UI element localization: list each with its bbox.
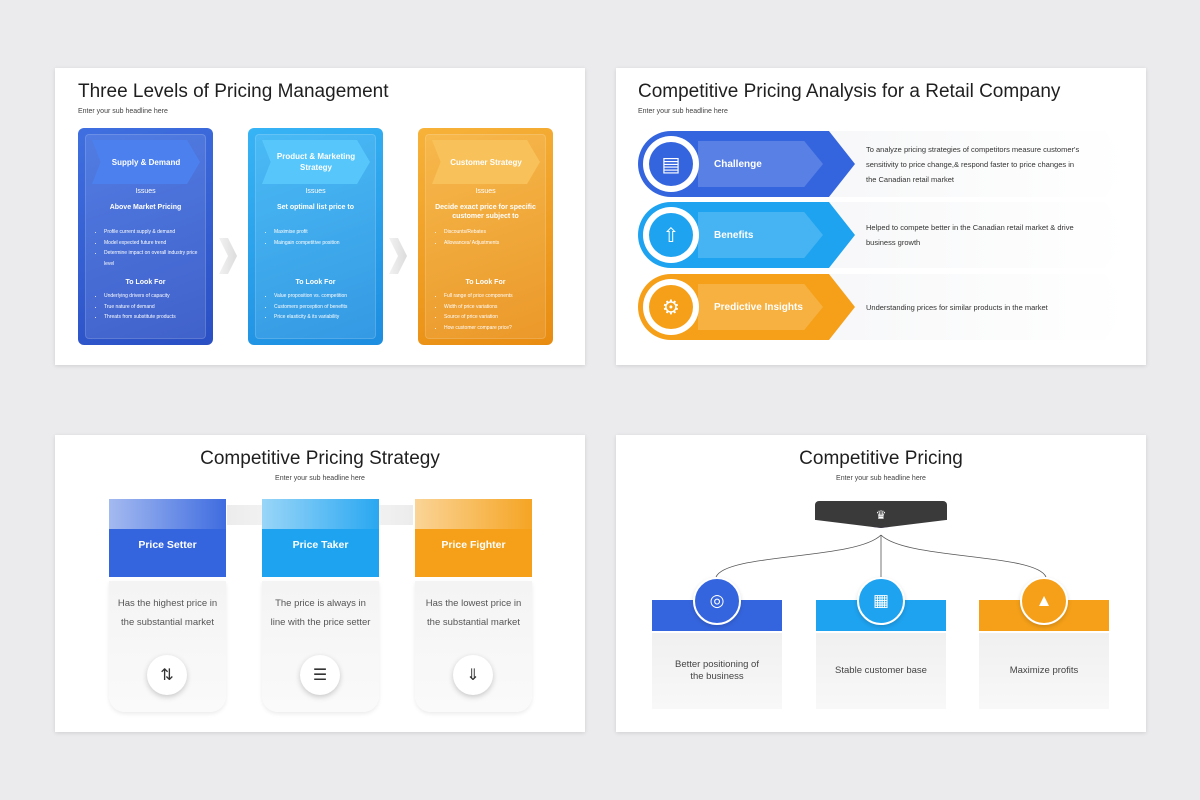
card-heading: Price Setter	[138, 539, 197, 551]
coin-stack-icon: ☰	[300, 655, 340, 695]
list-item: Price elasticity & its variability	[274, 312, 377, 323]
chevron-arrow-icon	[219, 238, 237, 274]
slide-competitive-pricing: Competitive Pricing Enter your sub headl…	[616, 435, 1146, 732]
item-card: Maximize profits	[979, 633, 1109, 709]
card-text: Has the lowest price in the substantial …	[425, 598, 522, 628]
column-heading: Product & Marketing Strategy	[262, 140, 370, 184]
level-column-supply-demand: Supply & Demand Issues Above Market Pric…	[78, 128, 213, 345]
customer-network-icon: ▦	[857, 577, 905, 625]
list-item: Threats from substitute products	[104, 312, 207, 323]
slide-title: Competitive Pricing Analysis for a Retai…	[638, 81, 1061, 102]
row-arrow-inner	[698, 212, 823, 258]
column-heading: Customer Strategy	[432, 140, 540, 184]
issue-title: Above Market Pricing	[109, 204, 182, 211]
row-icon-circle: ⚙	[643, 279, 699, 335]
look-list: Underlying drivers of capacity True natu…	[104, 291, 207, 323]
card-header	[109, 499, 226, 577]
card-body: Has the lowest price in the substantial …	[415, 581, 532, 712]
card-header	[262, 499, 379, 577]
row-text: Understanding prices for similar product…	[866, 302, 1048, 312]
card-header	[415, 499, 532, 577]
look-for-label: To Look For	[295, 279, 336, 286]
analysis-row-predictive: ⚙ Predictive Insights Understanding pric…	[638, 274, 1128, 340]
growth-hand-icon: ⇧	[649, 213, 693, 257]
connector-lines	[715, 534, 1047, 578]
row-label: Challenge	[714, 158, 762, 170]
slide-pricing-levels: Three Levels of Pricing Management Enter…	[55, 68, 585, 365]
analytics-board-icon: ▤	[649, 142, 693, 186]
level-column-product-marketing: Product & Marketing Strategy Issues Set …	[248, 128, 383, 345]
item-card: Stable customer base	[816, 633, 946, 709]
card-header-fade	[262, 499, 379, 529]
issue-title: Set optimal list price to	[276, 204, 354, 211]
list-item: True nature of demand	[104, 302, 207, 313]
column-heading: Supply & Demand	[92, 140, 200, 184]
card-heading: Price Fighter	[441, 539, 506, 551]
list-item: Model expected future trend	[104, 238, 207, 249]
look-list: Value proposition vs. competition Custom…	[274, 291, 377, 323]
slide-pricing-strategy: Competitive Pricing Strategy Enter your …	[55, 435, 585, 732]
card-text: The price is always in line with the pri…	[270, 598, 371, 628]
slide-subtitle: Enter your sub headline here	[78, 108, 168, 115]
issues-label: Issues	[475, 188, 496, 195]
row-text: Helped to compete better in the Canadian…	[866, 223, 1074, 247]
issues-list: Maximise profit Maingain competitive pos…	[274, 227, 377, 248]
card-text: Has the highest price in the substantial…	[117, 598, 218, 628]
list-item: Full range of price components	[444, 291, 547, 302]
list-item: How customer compare price?	[444, 323, 547, 334]
list-item: Maingain competitive position	[274, 238, 377, 249]
list-item: Discounts/Rebates	[444, 227, 547, 238]
row-label: Predictive Insights	[714, 301, 803, 313]
issues-label: Issues	[305, 188, 326, 195]
look-for-label: To Look For	[125, 279, 166, 286]
slide-title: Competitive Pricing	[799, 448, 963, 469]
chevron-arrow-icon	[389, 238, 407, 274]
card-heading: Price Taker	[292, 539, 349, 551]
row-icon-circle: ▤	[643, 136, 699, 192]
analysis-row-benefits: ⇧ Benefits Helped to compete better in t…	[638, 202, 1128, 268]
price-down-icon: ⇓	[453, 655, 493, 695]
list-item: Maximise profit	[274, 227, 377, 238]
price-up-icon: ⇅	[147, 655, 187, 695]
row-label: Benefits	[714, 229, 754, 241]
list-item: Determine impact on overall industry pri…	[104, 248, 207, 269]
slide-pricing-analysis: Competitive Pricing Analysis for a Retai…	[616, 68, 1146, 365]
list-item: Customers perception of benefits	[274, 302, 377, 313]
target-network-icon: ◎	[693, 577, 741, 625]
list-item: Profile current supply & demand	[104, 227, 207, 238]
profit-chart-icon: ▲	[1020, 577, 1068, 625]
look-list: Full range of price components Width of …	[444, 291, 547, 333]
strategy-card-setter: Price Setter Has the highest price in th…	[109, 499, 226, 712]
list-item: Value proposition vs. competition	[274, 291, 377, 302]
card-header-fade	[109, 499, 226, 529]
issue-title: Decide exact price for specific customer…	[435, 204, 536, 220]
slide-subtitle: Enter your sub headline here	[638, 108, 728, 115]
slide-subtitle: Enter your sub headline here	[836, 475, 926, 482]
row-arrow-inner	[698, 284, 823, 330]
look-for-label: To Look For	[465, 279, 506, 286]
list-item: Source of price variation	[444, 312, 547, 323]
slide-subtitle: Enter your sub headline here	[275, 475, 365, 482]
issues-list: Discounts/Rebates Allowances/ Adjustment…	[444, 227, 547, 248]
strategy-card-taker: Price Taker The price is always in line …	[262, 499, 379, 712]
card-body: The price is always in line with the pri…	[262, 581, 379, 712]
issues-list: Profile current supply & demand Model ex…	[104, 227, 207, 269]
list-item: Width of price variations	[444, 302, 547, 313]
slide-title: Competitive Pricing Strategy	[200, 448, 440, 469]
list-item: Allowances/ Adjustments	[444, 238, 547, 249]
row-text: To analyze pricing strategies of competi…	[866, 144, 1080, 184]
issues-label: Issues	[135, 188, 156, 195]
card-body: Has the highest price in the substantial…	[109, 581, 226, 712]
strategy-card-fighter: Price Fighter Has the lowest price in th…	[415, 499, 532, 712]
item-card: Better positioning of the business	[652, 633, 782, 709]
insights-gear-icon: ⚙	[649, 285, 693, 329]
row-arrow-inner	[698, 141, 823, 187]
list-item: Underlying drivers of capacity	[104, 291, 207, 302]
slide-title: Three Levels of Pricing Management	[78, 81, 389, 102]
level-column-customer: Customer Strategy Issues Decide exact pr…	[418, 128, 553, 345]
card-header-fade	[415, 499, 532, 529]
row-icon-circle: ⇧	[643, 207, 699, 263]
analysis-row-challenge: ▤ Challenge To analyze pricing strategie…	[638, 131, 1128, 197]
